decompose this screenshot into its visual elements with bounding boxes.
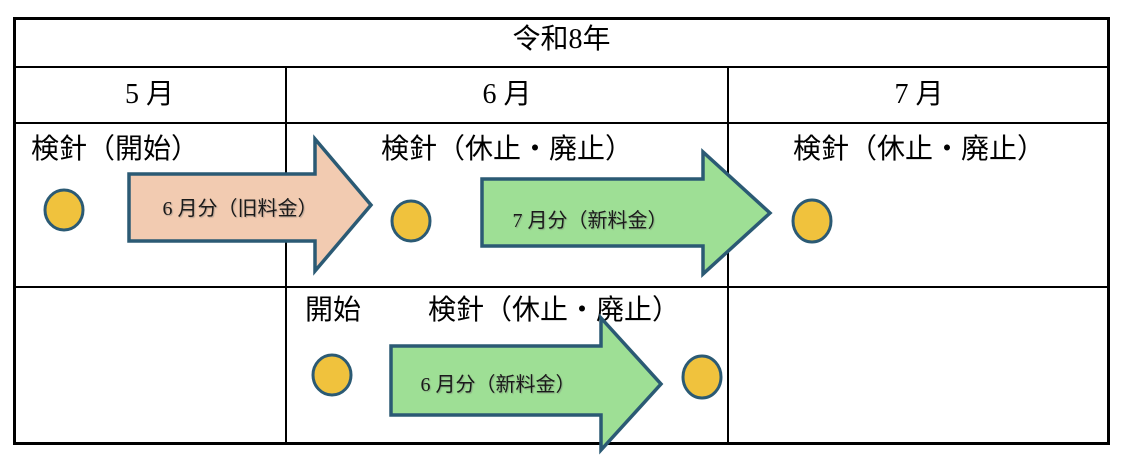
year-title: 令和8年 <box>512 24 611 55</box>
meter-reading-suspend-label-row2: 検針（休止・廃止） <box>428 295 681 326</box>
start-label: 開始 <box>305 295 362 326</box>
column-divider-june-july <box>727 67 729 445</box>
row-divider-months <box>13 122 1110 124</box>
meter-reading-start-label: 検針（開始） <box>31 134 200 165</box>
new-rate-arrow-row2-label: 6 月分（新料金） <box>420 374 576 396</box>
month-header-july: 7 月 <box>894 79 944 110</box>
row-divider-middle <box>13 286 1110 288</box>
row-divider-year <box>13 66 1110 68</box>
month-header-june: 6 月 <box>482 79 532 110</box>
column-divider-may-june <box>285 67 287 445</box>
meter-reading-suspend-label-july: 検針（休止・廃止） <box>792 134 1045 165</box>
month-header-may: 5 月 <box>124 79 174 110</box>
old-rate-arrow-label: 6 月分（旧料金） <box>162 198 318 220</box>
meter-reading-suspend-label-june: 検針（休止・廃止） <box>380 134 633 165</box>
new-rate-arrow-row1-label: 7 月分（新料金） <box>512 210 668 232</box>
